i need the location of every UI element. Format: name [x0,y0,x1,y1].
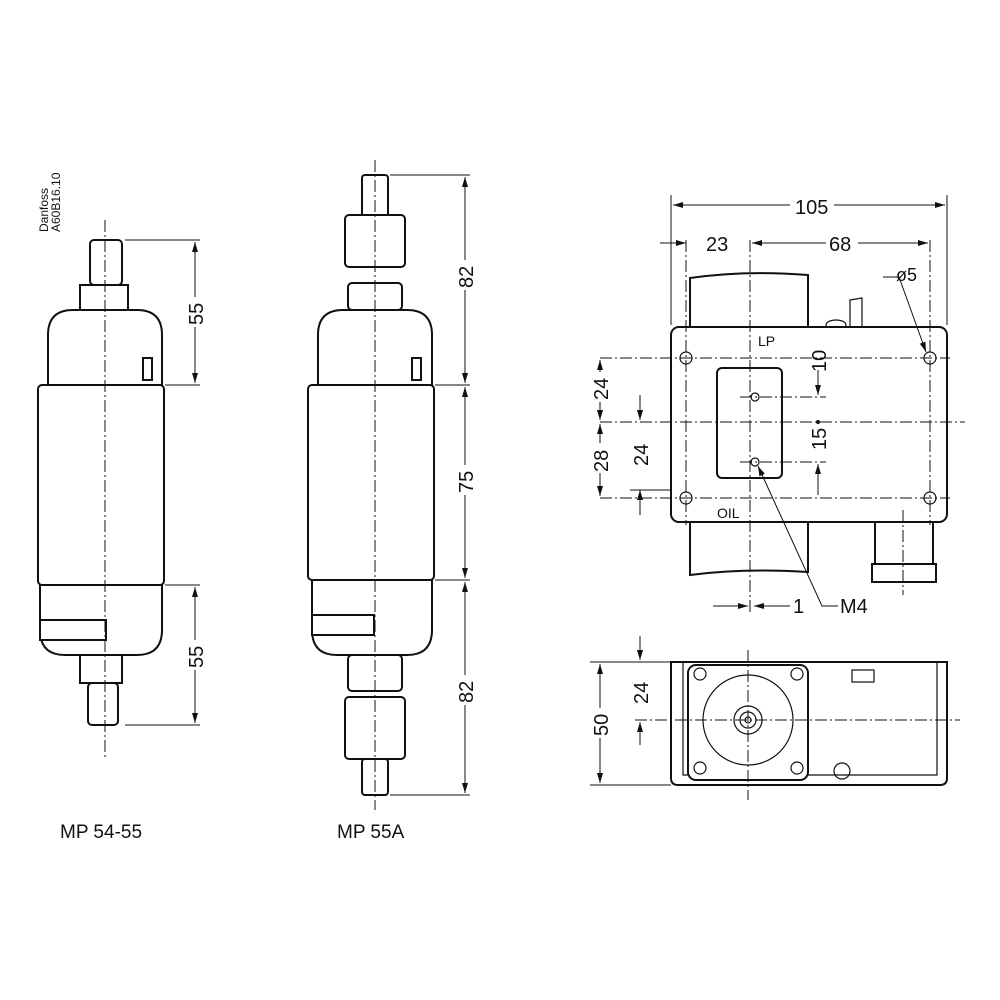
dim-mid-top: 82 [456,266,478,288]
dim-mid-bottom: 82 [456,681,478,703]
dim-height-50: 50 [591,714,613,736]
model-label-mp54-55: MP 54-55 [60,822,142,843]
port-lp-label: LP [758,333,775,349]
drawing-id: Danfoss A60B16.10 [37,172,63,232]
svg-text:A60B16.10: A60B16.10 [49,172,63,232]
dim-m4-spacing-15: 15 [809,428,831,450]
thread-m4-label: M4 [840,596,868,618]
dim-center-24: 24 [631,682,653,704]
mp55a-side-view: 82 75 82 [307,160,478,810]
dim-width-105: 105 [795,197,828,219]
hole-diameter-label: ø5 [896,265,917,285]
dim-left-top: 55 [186,303,208,325]
dim-lower-28: 28 [591,450,613,472]
svg-text:Danfoss: Danfoss [37,188,51,232]
bottom-view: 50 24 [590,636,960,800]
dim-offset-1: 1 [793,596,804,618]
mp54-55-side-view: 55 55 [37,220,208,760]
dim-spacing-68: 68 [829,234,851,256]
front-view: 105 23 68 ø5 LP OIL 24 28 24 10 15 1 M4 [590,192,965,618]
dim-offset-23: 23 [706,234,728,256]
dim-mid-body: 75 [456,471,478,493]
model-label-mp55a: MP 55A [337,822,405,843]
dim-left-bottom: 55 [186,646,208,668]
dim-m4-top-10: 10 [809,350,831,372]
port-oil-label: OIL [717,505,740,521]
dim-upper-24: 24 [591,378,613,400]
dim-inner-24: 24 [631,444,653,466]
